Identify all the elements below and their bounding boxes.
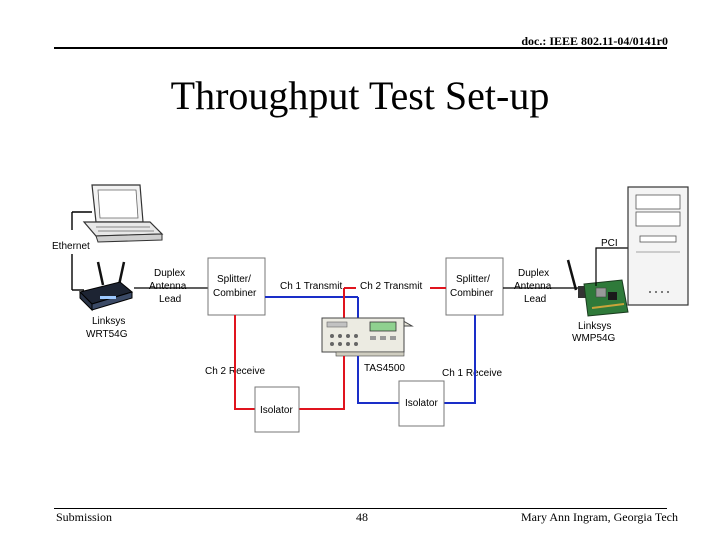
laptop-icon: [82, 184, 164, 243]
ch1-transmit-label: Ch 1 Transmit: [280, 281, 342, 292]
emulator-label: TAS4500: [364, 363, 405, 374]
pci-connection: [595, 247, 628, 286]
left-lead-line3: Lead: [159, 294, 181, 305]
ch2-receive-path-a: [234, 315, 255, 410]
ch1-receive-path-b: [357, 356, 399, 404]
footer-rule: [54, 508, 667, 509]
ch1-receive-path-a: [444, 315, 476, 404]
footer-author: Mary Ann Ingram, Georgia Tech: [520, 510, 678, 524]
right-splitter-line1: Splitter/: [456, 274, 490, 285]
ch2-transmit-label: Ch 2 Transmit: [360, 281, 422, 292]
right-isolator-box: [398, 380, 445, 427]
right-splitter-box: [445, 257, 504, 316]
right-lead-line1: Duplex: [518, 268, 549, 279]
right-isolator-label: Isolator: [405, 398, 438, 409]
slide-title: Throughput Test Set-up: [170, 73, 550, 118]
right-lead-line2: Antenna: [514, 281, 552, 292]
desktop-computer-icon: [627, 186, 689, 306]
right-splitter-line2: Combiner: [450, 288, 494, 299]
left-splitter-box: [207, 257, 266, 316]
header-rule: [54, 47, 667, 49]
ch1-receive-label: Ch 1 Receive: [442, 368, 502, 379]
pci-label: PCI: [601, 238, 618, 249]
left-isolator-label: Isolator: [260, 405, 293, 416]
channel-emulator-icon: [321, 317, 414, 357]
left-lead-line1: Duplex: [154, 268, 185, 279]
adapter-model: WMP54G: [572, 333, 616, 344]
document-id: doc.: IEEE 802.11-04/0141r0: [521, 34, 668, 48]
left-splitter-line2: Combiner: [213, 288, 257, 299]
adapter-name: Linksys: [578, 321, 611, 332]
wireless-adapter-icon: [566, 259, 629, 317]
right-lead-line3: Lead: [524, 294, 546, 305]
left-lead-line2: Antenna: [149, 281, 187, 292]
footer-submission: Submission: [56, 510, 113, 524]
router-model: WRT54G: [86, 329, 128, 340]
ch2-receive-path-b: [299, 356, 345, 410]
router-icon: [79, 261, 134, 312]
router-name: Linksys: [92, 316, 125, 327]
page-number: 48: [356, 510, 368, 524]
ethernet-label: Ethernet: [52, 241, 90, 252]
left-isolator-box: [254, 386, 300, 433]
left-splitter-line1: Splitter/: [217, 274, 251, 285]
